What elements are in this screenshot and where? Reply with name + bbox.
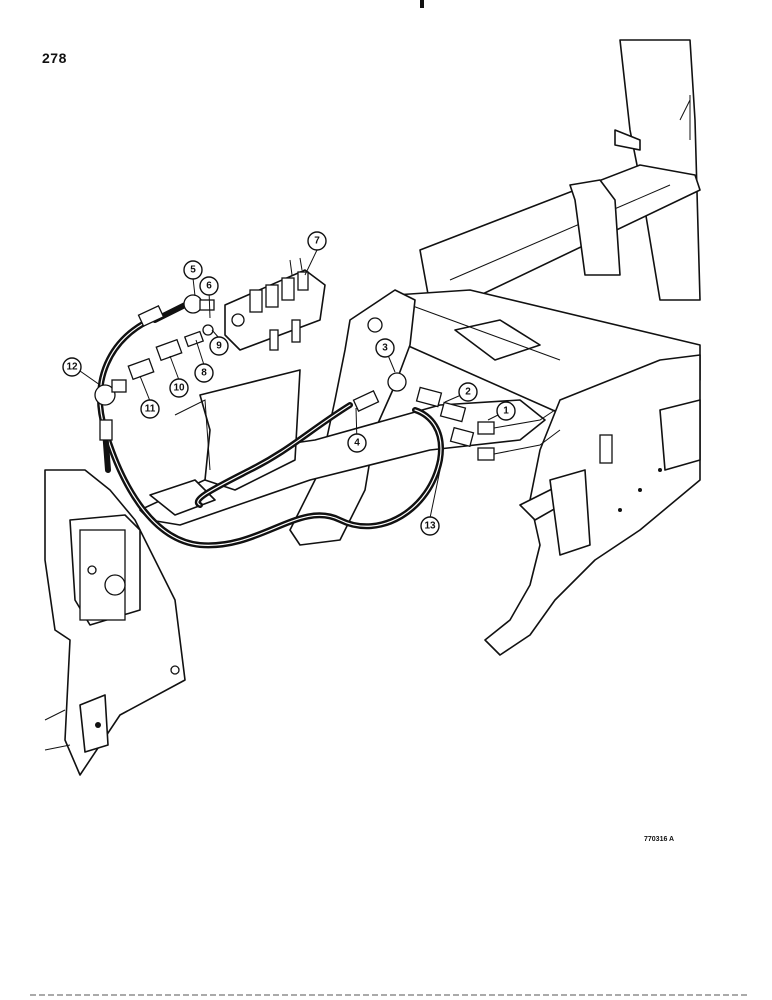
fittings <box>94 294 561 461</box>
callout-5: 5 <box>183 260 203 280</box>
top-margin-mark <box>420 0 424 8</box>
drawing-code: 770316 A <box>644 836 675 843</box>
callout-1: 1 <box>496 401 516 421</box>
page-number: 278 <box>42 50 67 66</box>
svg-text:10: 10 <box>173 383 185 394</box>
svg-text:6: 6 <box>206 281 212 292</box>
hose-assemblies <box>97 302 444 549</box>
svg-text:9: 9 <box>216 341 222 352</box>
callout-7: 7 <box>307 231 327 251</box>
svg-text:11: 11 <box>145 404 156 415</box>
callout-9: 9 <box>209 336 229 356</box>
callout-13: 13 <box>420 516 440 536</box>
svg-text:13: 13 <box>424 521 436 532</box>
callout-6: 6 <box>199 276 219 296</box>
loader-frame <box>289 39 701 656</box>
callout-8: 8 <box>194 363 214 383</box>
valve-mount-bracket <box>139 369 546 526</box>
callout-11: 11 <box>140 399 160 419</box>
callout-10: 10 <box>169 378 189 398</box>
svg-text:7: 7 <box>314 236 320 247</box>
svg-text:1: 1 <box>503 406 509 417</box>
callouts: 1 2 3 4 5 6 7 8 9 10 11 12 13 <box>62 231 516 536</box>
svg-text:5: 5 <box>190 265 196 276</box>
callout-12: 12 <box>62 357 82 377</box>
svg-text:8: 8 <box>201 368 207 379</box>
svg-text:3: 3 <box>382 343 388 354</box>
left-tower <box>44 469 186 776</box>
control-valve <box>224 257 326 351</box>
svg-text:12: 12 <box>66 362 78 373</box>
callout-3: 3 <box>375 338 395 358</box>
svg-text:2: 2 <box>465 387 471 398</box>
callout-4: 4 <box>347 433 367 453</box>
callout-2: 2 <box>458 382 478 402</box>
svg-text:4: 4 <box>354 438 360 449</box>
